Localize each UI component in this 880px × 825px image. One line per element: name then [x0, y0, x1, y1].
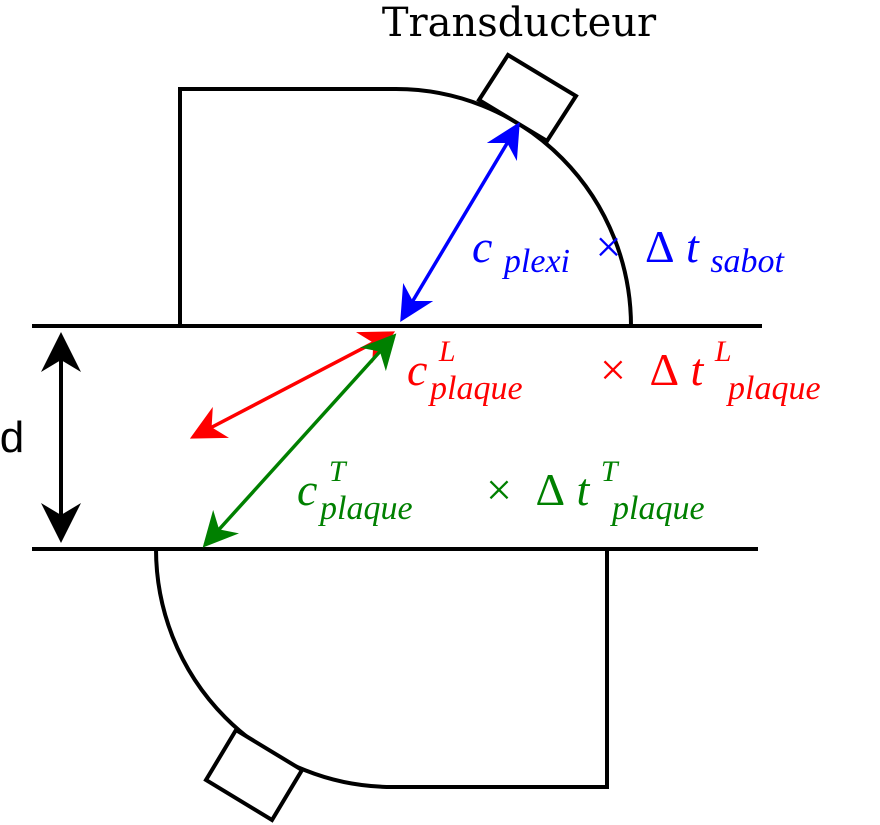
- longitudinal-wave-arrow: [189, 331, 396, 439]
- transverse-equation-rhs: × Δ t T: [486, 455, 620, 515]
- longitudinal-equation-rhs: × Δ t L: [600, 335, 732, 395]
- transverse-equation-sub: plaque: [318, 490, 413, 527]
- top-wedge: [178, 87, 633, 327]
- transverse-equation: c T: [297, 455, 348, 515]
- plexi-equation: c plexi × Δ t sabot: [472, 221, 786, 282]
- top-transducer: [476, 52, 579, 144]
- longitudinal-equation-sub: plaque: [428, 370, 523, 407]
- longitudinal-equation-rhs-sub: plaque: [726, 370, 821, 407]
- plexi-wave-arrow: [400, 121, 520, 323]
- thickness-label: d: [0, 413, 24, 462]
- transverse-equation-rhs-sub: plaque: [610, 490, 705, 527]
- transverse-wave-arrow: [202, 333, 397, 548]
- transducer-label: Transducteur: [382, 0, 657, 46]
- longitudinal-equation: c L: [407, 335, 456, 395]
- bottom-transducer: [203, 727, 305, 823]
- bottom-wedge: [154, 548, 609, 789]
